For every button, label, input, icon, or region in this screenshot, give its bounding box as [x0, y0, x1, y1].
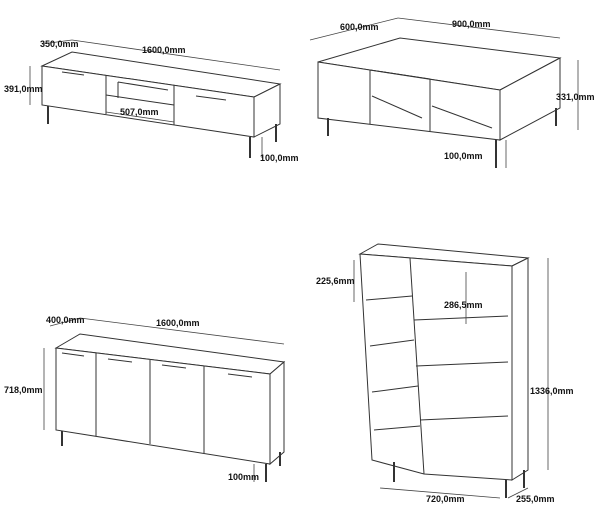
sideboard-leg-label: 100mm — [228, 472, 259, 482]
tv-width-label: 1600,0mm — [142, 45, 186, 55]
tv-depth-label: 350,0mm — [40, 39, 79, 49]
coffee-table-drawing: 600,0mm 900,0mm 331,0mm 100,0mm — [309, 17, 595, 168]
sideboard-width-label: 1600,0mm — [156, 318, 200, 328]
tv-unit-drawing: 350,0mm 1600,0mm 391,0mm 507,0mm 100,0mm — [4, 39, 299, 163]
sideboard-drawing: 400,0mm 1600,0mm 718,0mm 100mm — [4, 315, 286, 482]
tv-height-label: 391,0mm — [4, 84, 43, 94]
bookcase-front — [359, 253, 513, 481]
coffee-height-label: 331,0mm — [556, 92, 595, 102]
bookcase-width-label: 720,0mm — [426, 494, 465, 504]
bookcase-height-label: 1336,0mm — [530, 386, 574, 396]
bookcase-side — [511, 257, 529, 481]
tv-shelf-label: 507,0mm — [120, 107, 159, 117]
coffee-table-side — [499, 57, 561, 141]
bookcase-drawing: 225,6mm 286,5mm 1336,0mm 720,0mm 255,0mm — [316, 243, 574, 504]
coffee-depth-label: 600,0mm — [340, 22, 379, 32]
coffee-width-label: 900,0mm — [452, 19, 491, 29]
tv-leg-label: 100,0mm — [260, 153, 299, 163]
bookcase-depth-label: 255,0mm — [516, 494, 555, 504]
tv-unit-side — [253, 83, 281, 138]
bookcase-shelf-b-label: 286,5mm — [444, 300, 483, 310]
sideboard-height-label: 718,0mm — [4, 385, 43, 395]
sideboard-side — [269, 360, 285, 466]
coffee-leg-label: 100,0mm — [444, 151, 483, 161]
tv-drawer-handle-left — [61, 71, 85, 76]
tv-drawer-handle-right — [195, 95, 227, 101]
sideboard-depth-label: 400,0mm — [46, 315, 85, 325]
bookcase-shelf-a-label: 225,6mm — [316, 276, 355, 286]
